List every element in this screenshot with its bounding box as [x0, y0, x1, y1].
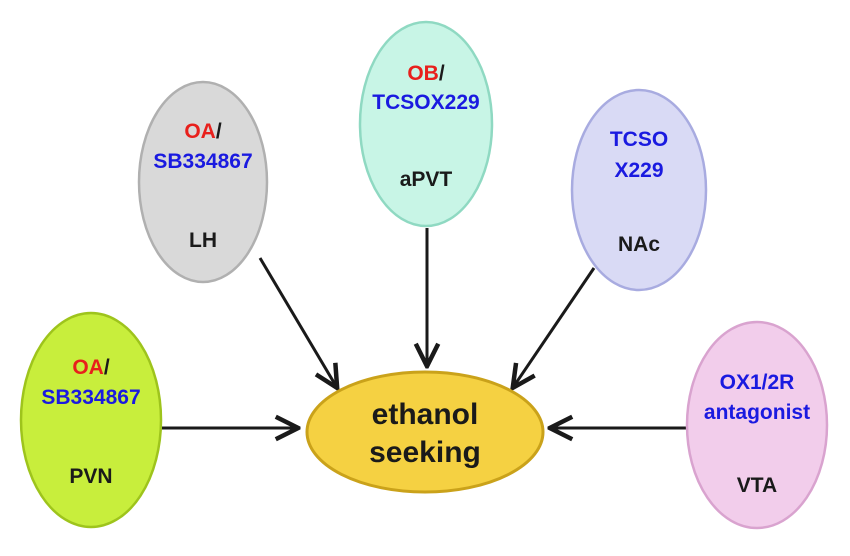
- node-vta-antagonist-line1: OX1/2R: [720, 371, 795, 394]
- node-lh-ellipse: [137, 80, 269, 284]
- center-label-line2: seeking: [369, 436, 481, 469]
- node-pvn-antagonist: SB334867: [41, 386, 140, 409]
- node-nac-antagonist-line2: X229: [614, 159, 663, 182]
- node-pvn-ellipse: [19, 311, 163, 529]
- node-pvn-ligand-sep: /: [104, 356, 110, 379]
- center-ellipse: [305, 370, 545, 494]
- node-lh-ligand: OA/: [184, 120, 222, 143]
- node-nac-ellipse: [570, 88, 708, 292]
- node-pvn-region: PVN: [69, 465, 112, 488]
- node-nac-region: NAc: [618, 233, 660, 256]
- node-apvt-ligand: OB/: [407, 62, 445, 85]
- node-nac-antagonist-line1: TCSO: [610, 128, 668, 151]
- node-vta-antagonist-line2: antagonist: [704, 401, 810, 424]
- arrow-nac-to-center: [514, 267, 596, 386]
- node-pvn-ligand: OA/: [72, 356, 110, 379]
- node-apvt-ligand-sep: /: [439, 62, 445, 85]
- node-apvt-antagonist: TCSOX229: [372, 91, 479, 114]
- node-pvn: OA/ SB334867 PVN: [19, 311, 163, 529]
- arrows: [162, 228, 690, 428]
- node-vta-region: VTA: [737, 474, 777, 497]
- node-lh-ligand-red: OA: [184, 120, 216, 143]
- node-pvn-ligand-red: OA: [72, 356, 104, 379]
- node-lh-ligand-sep: /: [216, 120, 222, 143]
- arrow-lh-to-center: [258, 257, 336, 386]
- node-apvt-ligand-red: OB: [407, 62, 439, 85]
- center-node: ethanol seeking: [305, 370, 545, 494]
- node-lh-region: LH: [189, 229, 217, 252]
- center-label-line1: ethanol: [372, 398, 479, 431]
- node-vta-ellipse: [685, 320, 829, 530]
- node-nac: TCSO X229 NAc: [570, 88, 708, 292]
- node-apvt-region: aPVT: [400, 168, 453, 191]
- node-apvt-ellipse: [358, 20, 494, 228]
- node-lh: OA/ SB334867 LH: [137, 80, 269, 284]
- node-vta: OX1/2R antagonist VTA: [685, 320, 829, 530]
- node-apvt: OB/ TCSOX229 aPVT: [358, 20, 494, 228]
- node-lh-antagonist: SB334867: [153, 150, 252, 173]
